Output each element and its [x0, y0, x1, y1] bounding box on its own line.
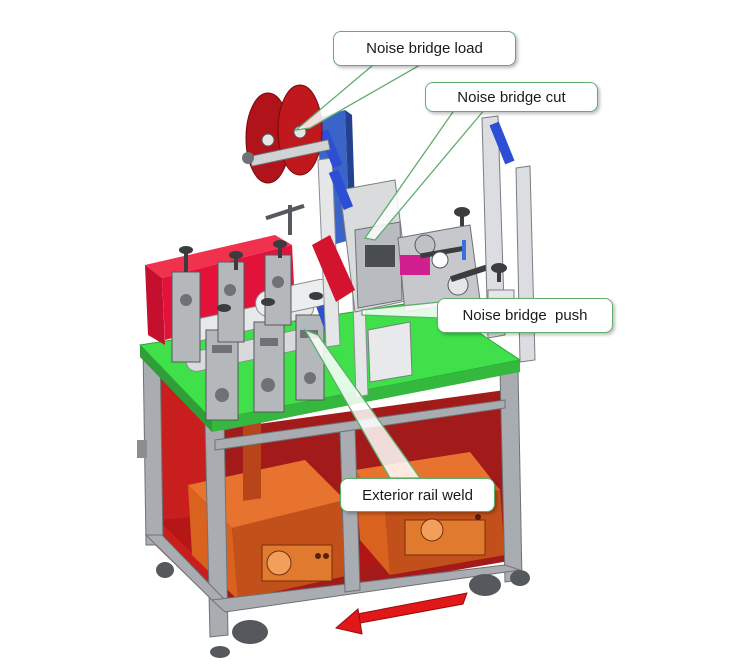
callout-noise-bridge-load: Noise bridge load: [333, 31, 516, 66]
callout-exterior-rail-weld: Exterior rail weld: [340, 478, 495, 512]
direction-arrow: [334, 592, 468, 635]
spool-reel: [242, 84, 331, 184]
callout-noise-bridge-push: Noise bridge push: [437, 298, 613, 333]
ultrasonic-generator-right: [355, 452, 505, 575]
leader-noise-bridge-cut: [363, 108, 487, 241]
caster-wheels: [156, 562, 530, 658]
callout-leaders: [293, 64, 487, 479]
forming-rollers: [171, 240, 336, 421]
callout-noise-bridge-cut: Noise bridge cut: [425, 82, 598, 112]
